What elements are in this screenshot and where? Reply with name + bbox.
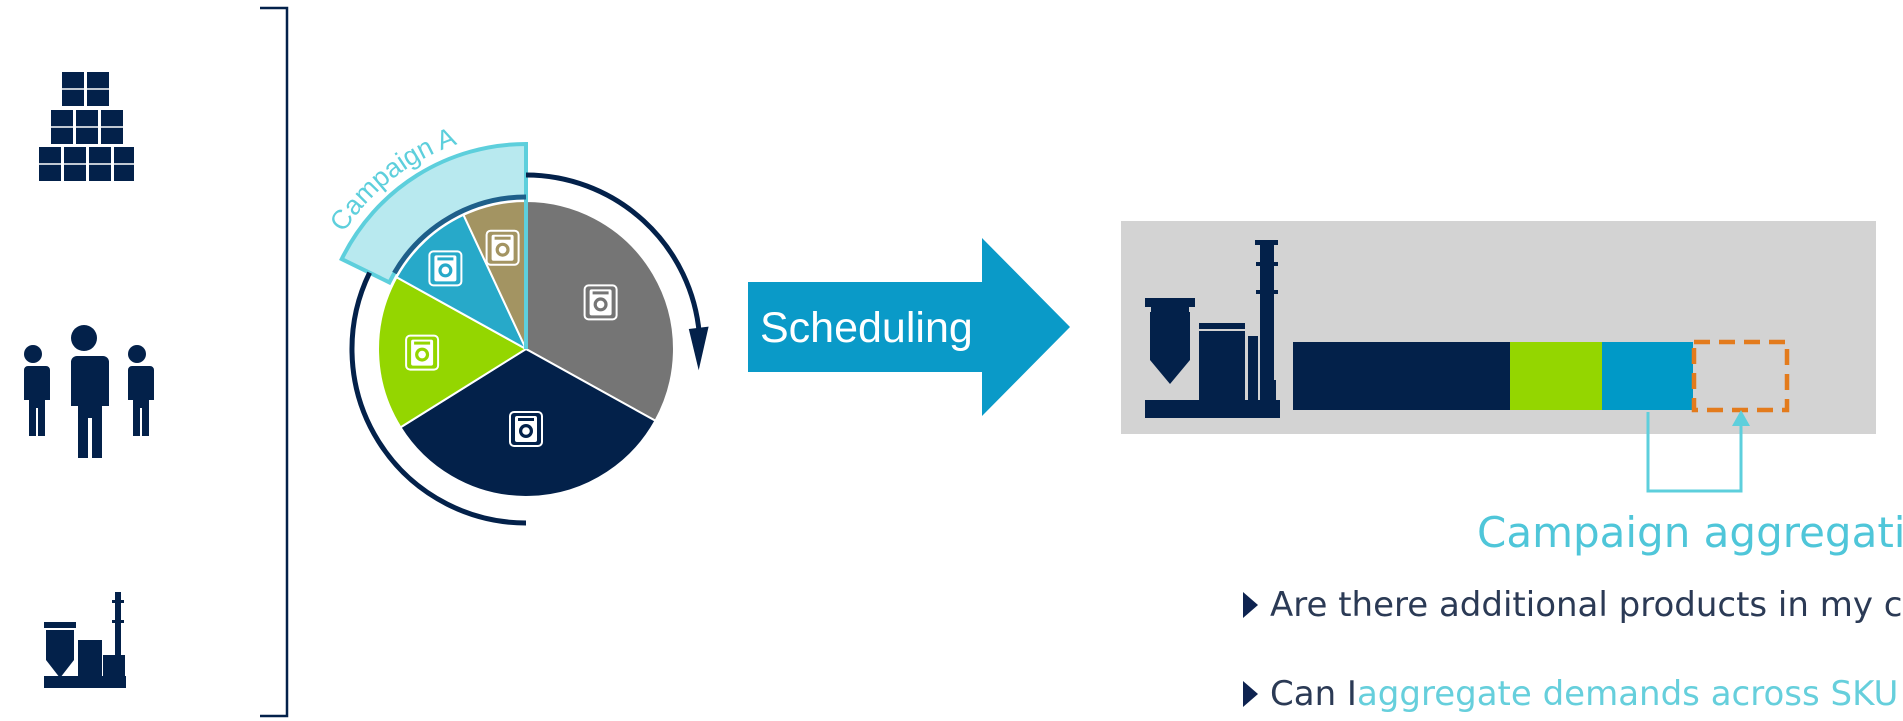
scheduling-label: Scheduling	[760, 304, 973, 352]
cycle-arrow	[349, 172, 702, 526]
washing-machine-icon	[509, 411, 543, 447]
bar-segment-lime	[1510, 342, 1602, 410]
pie-segment-lime	[377, 275, 528, 429]
campaign-aggregation-title: Campaign aggregation	[1477, 508, 1903, 557]
question-1: Are there additional products in my c	[1243, 585, 1902, 625]
washing-machine-icon	[485, 229, 520, 266]
question-1-text: Are there additional products in my c	[1270, 585, 1903, 625]
question-2: Can I aggregate demands across SKU	[1243, 674, 1898, 714]
washing-machine-icon	[405, 334, 440, 371]
aggregation-arrowhead	[1732, 410, 1750, 426]
bar-segment-blue	[1602, 342, 1693, 410]
bullet-triangle-icon	[1243, 592, 1258, 618]
bar-segment-placeholder	[1691, 339, 1790, 413]
washing-machine-icon	[583, 284, 618, 321]
campaign-inner-arc	[392, 194, 527, 275]
bullet-triangle-icon	[1243, 681, 1258, 707]
cycle-arrowhead	[688, 326, 709, 371]
plant-icon	[1145, 240, 1280, 418]
factory-icon	[44, 592, 126, 688]
aggregation-connector	[1646, 412, 1743, 493]
barrels-icon	[39, 72, 134, 181]
grouping-bracket	[260, 6, 289, 718]
washing-machine-icon	[428, 250, 463, 287]
bar-segment-navy	[1293, 342, 1510, 410]
people-icon	[20, 325, 154, 458]
question-2-pre: Can I	[1270, 674, 1357, 714]
question-2-highlight: aggregate demands across SKU	[1356, 674, 1899, 714]
scheduling-arrow	[748, 238, 1070, 416]
